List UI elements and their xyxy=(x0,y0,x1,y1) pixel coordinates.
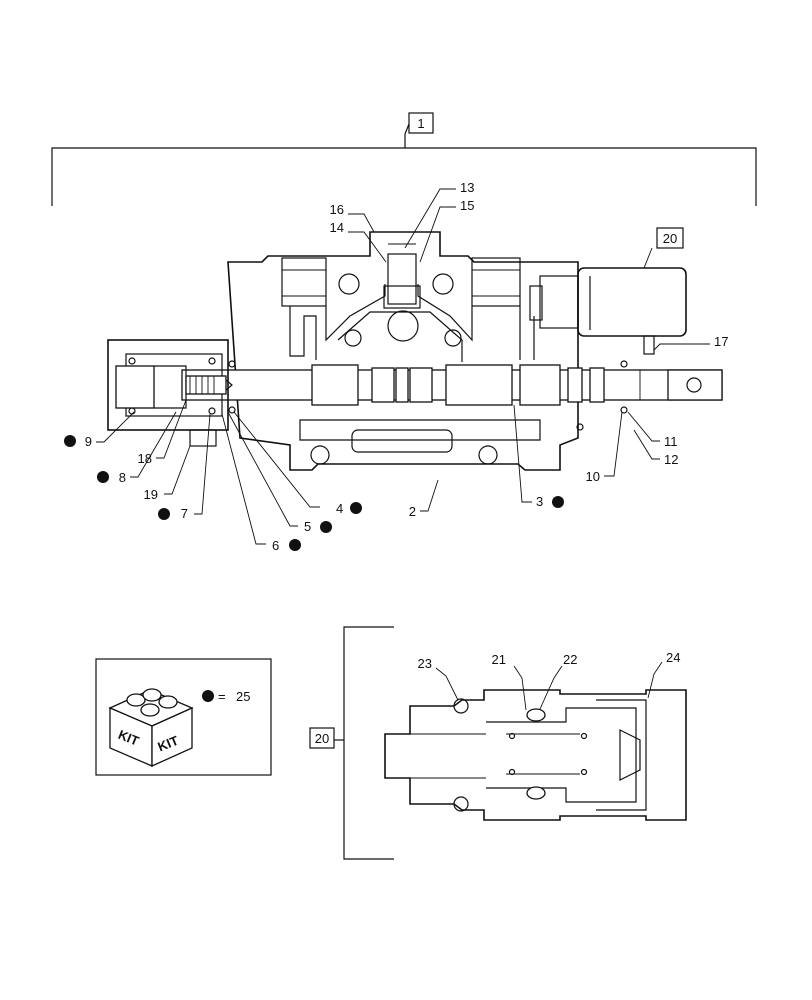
spring-cap xyxy=(107,339,233,447)
kit-equals: = xyxy=(218,689,226,704)
callout-9: 9 xyxy=(85,434,92,449)
callout-12: 12 xyxy=(664,452,678,467)
kit-dot-3 xyxy=(552,496,564,508)
callout-box-1 xyxy=(408,112,434,134)
callout-8: 8 xyxy=(119,470,126,485)
callout-19: 19 xyxy=(144,487,158,502)
solenoid-actuator xyxy=(529,267,687,355)
callout-18: 18 xyxy=(138,451,152,466)
callout-13: 13 xyxy=(460,180,474,195)
kit-dot-8 xyxy=(97,471,109,483)
kit-dot-4 xyxy=(350,502,362,514)
callout-15: 15 xyxy=(460,198,474,213)
callout-22: 22 xyxy=(563,652,577,667)
kit-dot-9 xyxy=(64,435,76,447)
kit-dot-5 xyxy=(320,521,332,533)
callout-2: 2 xyxy=(409,504,416,519)
kit-dot-legend xyxy=(202,690,214,702)
kit-parts-icon xyxy=(126,688,178,717)
callout-11: 11 xyxy=(664,434,678,449)
callout-4: 4 xyxy=(336,501,343,516)
spool xyxy=(181,360,723,414)
detail-20-bracket: 20 xyxy=(309,626,394,860)
kit-word-right: KIT xyxy=(156,733,181,755)
callout-17: 17 xyxy=(714,334,728,349)
callout-24: 24 xyxy=(666,650,680,665)
leaders-main: 13 15 16 14 20 17 11 12 10 3 2 4 xyxy=(64,180,728,553)
callout-20-detail: 20 xyxy=(315,731,329,746)
callout-25: 25 xyxy=(236,689,250,704)
callout-20-top: 20 xyxy=(663,231,677,246)
callout-21: 21 xyxy=(492,652,506,667)
kit-dot-7 xyxy=(158,508,170,520)
callout-16: 16 xyxy=(330,202,344,217)
callout-14: 14 xyxy=(330,220,344,235)
kit-dot-6 xyxy=(289,539,301,551)
valve-body xyxy=(227,231,584,471)
kit-word-left: KIT xyxy=(116,727,141,749)
callout-6: 6 xyxy=(272,538,279,553)
solenoid-section-view xyxy=(384,689,687,821)
kit-legend: KIT KIT = 25 xyxy=(95,658,272,776)
callout-10: 10 xyxy=(586,469,600,484)
callout-3: 3 xyxy=(536,494,543,509)
callout-23: 23 xyxy=(418,656,432,671)
callout-box-20-detail xyxy=(309,727,335,749)
callout-7: 7 xyxy=(181,506,188,521)
callout-box-20-top xyxy=(656,227,684,249)
callout-1: 1 xyxy=(417,116,424,131)
callout-5: 5 xyxy=(304,519,311,534)
assembly-bracket: 1 xyxy=(51,112,757,206)
leaders-detail: 23 21 22 24 xyxy=(418,650,680,711)
